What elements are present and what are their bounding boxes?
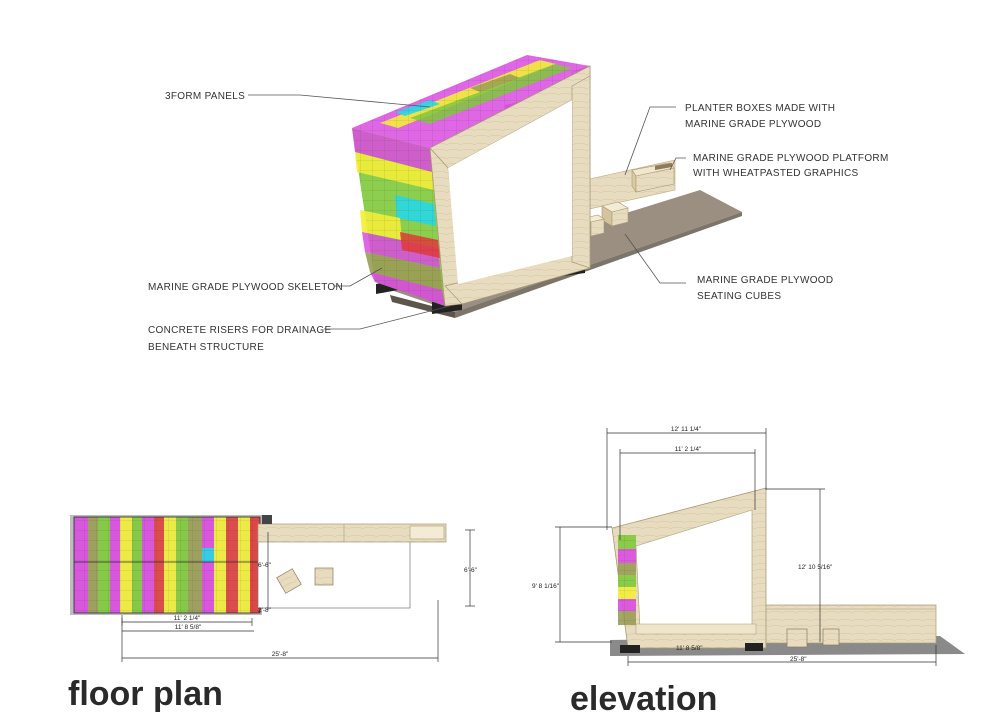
floor-plan-cube-1 xyxy=(276,568,302,594)
callout-platform-2: WITH WHEATPASTED GRAPHICS xyxy=(693,168,858,179)
callout-skeleton: MARINE GRADE PLYWOOD SKELETON xyxy=(148,282,343,293)
floor-plan-caption: floor plan xyxy=(68,675,223,713)
dim-left-height: 9' 8 1/16" xyxy=(532,583,560,590)
dim-elevation-total: 25'-8" xyxy=(790,656,807,663)
elevation-panels xyxy=(618,535,636,625)
callout-platform-1: MARINE GRADE PLYWOOD PLATFORM xyxy=(693,153,889,164)
callout-seating-1: MARINE GRADE PLYWOOD xyxy=(697,275,833,286)
dim-platform-depth-right: 6'-6" xyxy=(464,567,478,574)
floor-plan-planter xyxy=(257,523,447,543)
perspective-view: 3FORM PANELS PLANTER BOXES MADE WITH MAR… xyxy=(148,55,889,353)
elevation-cubes xyxy=(786,628,840,648)
dim-inner-length: 11' 2 1/4" xyxy=(174,615,201,622)
roof-panels xyxy=(352,55,590,148)
floor-plan-panels xyxy=(73,516,261,614)
elevation-caption: elevation xyxy=(570,680,717,718)
callout-risers-2: BENEATH STRUCTURE xyxy=(148,342,264,353)
dim-small: 2'-8" xyxy=(258,607,272,614)
callout-seating-2: SEATING CUBES xyxy=(697,291,781,302)
dim-total-length: 25'-8" xyxy=(272,651,289,658)
dim-outer-length: 11' 8 5/8" xyxy=(175,624,202,631)
elevation: 12' 11 1/4" 11' 2 1/4" 9' 8 1/16" 12' 10… xyxy=(532,426,965,718)
dim-top-outer: 12' 11 1/4" xyxy=(671,426,702,433)
dim-right-height: 12' 10 5/16" xyxy=(798,564,833,571)
dim-platform-depth-left: 6'-6" xyxy=(258,562,272,569)
front-panel-wall xyxy=(352,128,445,306)
callout-risers-1: CONCRETE RISERS FOR DRAINAGE xyxy=(148,325,331,336)
callout-planter-boxes-1: PLANTER BOXES MADE WITH xyxy=(685,103,835,114)
callout-3form-panels: 3FORM PANELS xyxy=(165,91,245,102)
dim-base-small: 11' 8 5/8" xyxy=(676,645,703,652)
plywood-skeleton-front xyxy=(429,65,591,307)
dim-top-inner: 11' 2 1/4" xyxy=(675,446,702,453)
planter-boxes xyxy=(631,162,675,193)
elevation-frame xyxy=(611,487,767,649)
floor-plan: 11' 2 1/4" 11' 8 5/8" 25'-8" 6'-6" 6'-6"… xyxy=(68,515,478,713)
floor-plan-cube-2 xyxy=(314,567,334,586)
callout-planter-boxes-2: MARINE GRADE PLYWOOD xyxy=(685,119,821,130)
